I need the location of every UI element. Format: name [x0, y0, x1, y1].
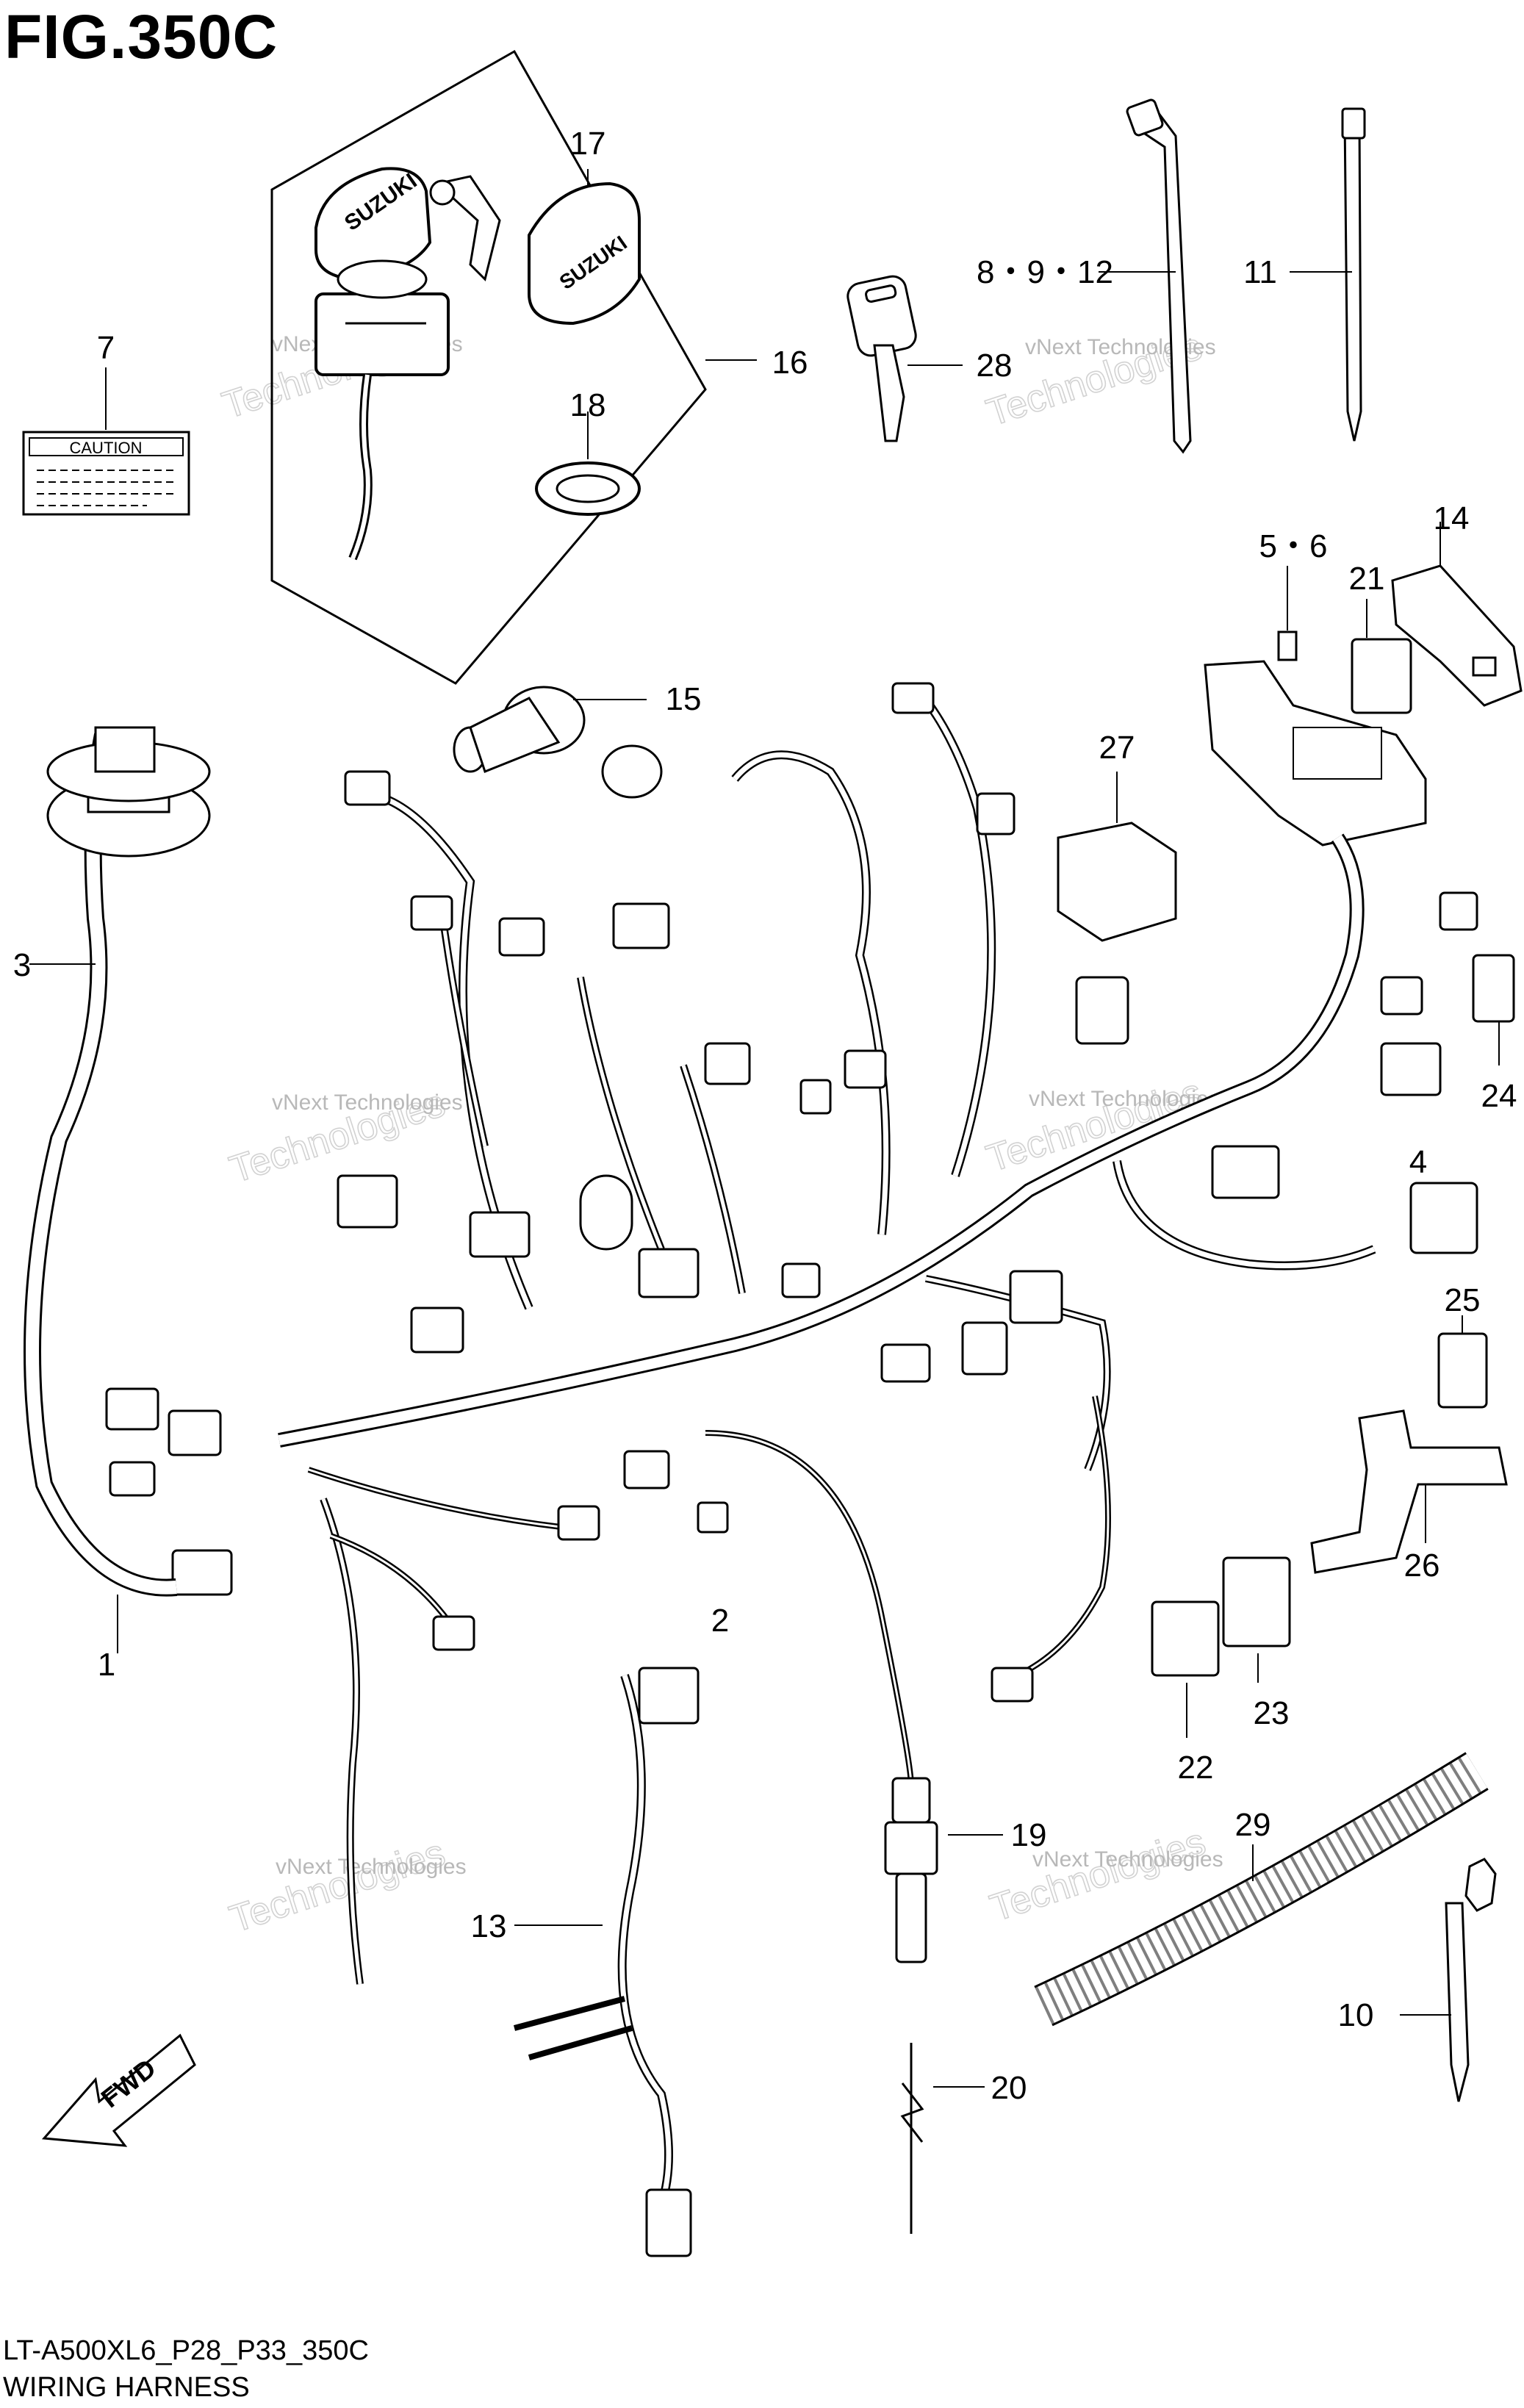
- callout-5-6: 5・6: [1259, 528, 1328, 564]
- callout-8-9-12: 8・9・12: [977, 254, 1113, 290]
- callout-19: 19: [1011, 1817, 1047, 1853]
- callouts: 1 2 3 4 5・6 7 8・9・12 10 11 13 14 15 16 1…: [13, 126, 1517, 2106]
- callout-16: 16: [772, 345, 808, 381]
- watermark-big: Technologies: [225, 1831, 450, 1941]
- ignition-box-outline: [270, 49, 707, 685]
- callout-3: 3: [13, 947, 31, 983]
- sub-harness-13: [513, 1667, 700, 2257]
- forward-arrow: FWD: [41, 2033, 196, 2147]
- callout-13: 13: [471, 1908, 507, 1944]
- callout-1: 1: [98, 1647, 115, 1683]
- callout-28: 28: [977, 348, 1013, 384]
- callout-22: 22: [1178, 1750, 1214, 1786]
- ignition-switch-group: SUZUKI SUZUKI: [270, 49, 757, 685]
- callout-24: 24: [1481, 1078, 1517, 1114]
- figure-title: FIG.350C: [4, 2, 278, 71]
- callout-20: 20: [991, 2070, 1027, 2106]
- callout-11: 11: [1243, 254, 1277, 290]
- callout-2: 2: [711, 1603, 729, 1639]
- harness-connectors: [105, 682, 1478, 1703]
- connector-parts: [1151, 954, 1515, 1738]
- main-harness: [105, 682, 1478, 1985]
- callout-26: 26: [1404, 1548, 1440, 1584]
- oxygen-sensor-part: [884, 1777, 1003, 2234]
- caution-label-part: CAUTION: [22, 367, 190, 516]
- callout-21: 21: [1349, 561, 1385, 597]
- bracket-part: [1310, 1409, 1508, 1574]
- conduit-part: [1034, 1752, 1489, 2027]
- callout-10: 10: [1338, 1997, 1374, 2033]
- fuse-relay-group: [1057, 522, 1523, 942]
- callout-15: 15: [666, 681, 702, 717]
- callout-14: 14: [1434, 500, 1470, 536]
- socket-part: [453, 686, 663, 799]
- callout-27: 27: [1099, 730, 1135, 766]
- model-code: LT-A500XL6_P28_P33_350C: [3, 2335, 369, 2366]
- callout-4: 4: [1409, 1144, 1427, 1180]
- callout-29: 29: [1235, 1807, 1271, 1843]
- cable-ties: [1099, 98, 1497, 2102]
- callout-23: 23: [1254, 1695, 1290, 1731]
- callout-17: 17: [570, 126, 606, 162]
- key-cap-illustration: SUZUKI: [528, 182, 641, 326]
- watermarks: Technologies vNext Technologies Technolo…: [217, 317, 1223, 1942]
- watermark-text: vNext Technologies: [276, 1855, 467, 1879]
- harness-3-part: [24, 726, 211, 1653]
- key-part: [847, 275, 963, 442]
- lock-nut-illustration: [535, 461, 641, 516]
- callout-18: 18: [570, 387, 606, 423]
- watermark-text: vNext Technologies: [272, 1090, 463, 1115]
- watermark-text: vNext Technologies: [1032, 1847, 1223, 1872]
- callout-25: 25: [1445, 1282, 1481, 1318]
- figure-name: WIRING HARNESS: [3, 2372, 250, 2403]
- caution-label-text: CAUTION: [70, 439, 143, 457]
- ignition-switch-illustration: SUZUKI: [314, 167, 501, 561]
- callout-7: 7: [97, 330, 115, 366]
